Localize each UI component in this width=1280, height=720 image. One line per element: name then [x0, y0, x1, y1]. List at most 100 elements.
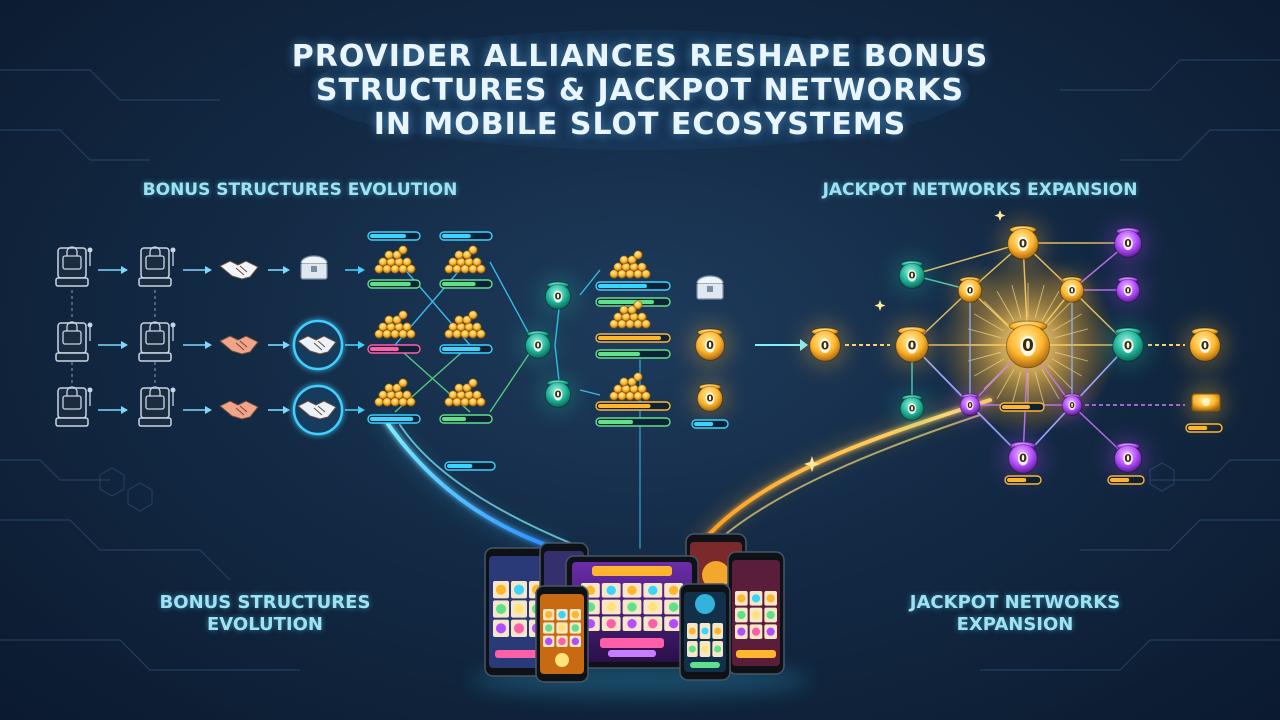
flow-arrow-icon — [183, 341, 212, 349]
coin-pile-icon — [609, 300, 651, 329]
jackpot-pot-teal-icon: 0 — [893, 256, 931, 294]
progress-bar — [595, 349, 671, 359]
jackpot-pot-gold-icon: 0 — [802, 322, 848, 368]
flow-arrow-icon — [345, 341, 365, 349]
jackpot-pot-gold-icon: 0 — [691, 379, 729, 417]
locked-slot-machine-icon — [55, 246, 93, 287]
page-title: PROVIDER ALLIANCES RESHAPE BONUS STRUCTU… — [240, 40, 1040, 142]
jackpot-pot-gold-icon: 0 — [1054, 272, 1090, 308]
progress-bar — [439, 279, 493, 289]
treasure-chest-icon — [696, 275, 724, 300]
locked-slot-machine-icon — [55, 386, 93, 427]
smartphone-right — [727, 551, 785, 675]
jackpot-pot-purple-icon: 0 — [1110, 272, 1146, 308]
handshake-alliance-icon — [292, 384, 344, 436]
flow-arrow-icon — [345, 266, 365, 274]
pot-symbol: 0 — [1022, 335, 1034, 355]
jackpot-footer-label: JACKPOT NETWORKS EXPANSION — [909, 592, 1121, 635]
flow-arrow-icon — [98, 266, 128, 274]
jackpot-section-label: JACKPOT NETWORKS EXPANSION — [822, 180, 1138, 200]
locked-slot-machine-icon — [138, 321, 176, 362]
mobile-device-cluster — [470, 533, 810, 696]
data-streams — [380, 343, 996, 555]
flow-arrow-icon — [98, 406, 128, 414]
bonus-section-label: BONUS STRUCTURES EVOLUTION — [142, 180, 458, 200]
progress-bar — [595, 401, 671, 411]
flow-arrow-icon — [268, 341, 290, 349]
jackpot-pot-teal-icon: 0 — [894, 390, 930, 426]
progress-bar — [444, 461, 496, 471]
progress-bar — [691, 419, 729, 429]
title-glow — [310, 30, 970, 150]
smartphone-front-right — [679, 583, 731, 681]
jackpot-pot-teal-icon: 0 — [519, 326, 557, 364]
progress-bar — [595, 417, 671, 427]
handshake-alliance-icon — [219, 335, 259, 355]
jackpot-treasure-icon — [1186, 383, 1226, 423]
progress-bar — [439, 414, 493, 424]
coin-pile-icon — [609, 372, 651, 401]
pot-symbol: 0 — [967, 401, 972, 410]
flow-arrow-icon — [268, 266, 290, 274]
coin-pile-icon — [444, 310, 486, 339]
pot-symbol: 0 — [535, 341, 542, 352]
pot-symbol: 0 — [1019, 452, 1027, 465]
coin-pile-icon — [374, 378, 416, 407]
progress-bar — [367, 414, 421, 424]
circuit-traces — [0, 59, 1280, 671]
coin-pile-icon — [374, 310, 416, 339]
pot-symbol: 0 — [1125, 286, 1131, 296]
pot-symbol: 0 — [706, 339, 714, 352]
jackpot-pot-gold-icon: 0 — [1000, 220, 1046, 266]
jackpot-pot-teal-icon: 0 — [539, 375, 577, 413]
pot-symbol: 0 — [1124, 238, 1131, 250]
jackpot-pot-teal-icon: 0 — [1105, 322, 1151, 368]
jackpot-pot-purple-icon: 0 — [1107, 437, 1149, 479]
bonus-footer-label: BONUS STRUCTURES EVOLUTION — [159, 592, 371, 635]
pot-symbol: 0 — [821, 338, 829, 352]
progress-bar — [1185, 423, 1223, 433]
pot-symbol: 0 — [909, 404, 915, 414]
pot-symbol: 0 — [707, 394, 714, 405]
jackpot-pot-purple-icon: 0 — [1057, 390, 1087, 420]
locked-slot-machine-icon — [138, 246, 176, 287]
progress-bar — [367, 344, 421, 354]
jackpot-pot-gold-icon: 0 — [995, 312, 1061, 378]
coin-pile-icon — [609, 250, 651, 279]
flow-arrow-icon — [98, 341, 128, 349]
locked-slot-machine-icon — [55, 321, 93, 362]
title-line-2: STRUCTURES & JACKPOT NETWORKS — [315, 73, 965, 108]
pot-symbol: 0 — [555, 292, 562, 303]
title-line-3: IN MOBILE SLOT ECOSYSTEMS — [373, 107, 907, 142]
jackpot-pot-gold-icon: 0 — [688, 323, 732, 367]
jackpot-pot-purple-icon: 0 — [955, 390, 985, 420]
pot-symbol: 0 — [1019, 236, 1027, 250]
sparkles — [804, 210, 1006, 472]
progress-bar — [1107, 475, 1145, 485]
progress-bar — [1004, 475, 1042, 485]
pot-symbol: 0 — [909, 271, 916, 282]
jackpot-pot-purple-icon: 0 — [1107, 222, 1149, 264]
flow-arrow-icon — [268, 406, 290, 414]
title-line-1: PROVIDER ALLIANCES RESHAPE BONUS — [291, 39, 989, 74]
pot-symbol: 0 — [1124, 453, 1131, 465]
pot-symbol: 0 — [1069, 401, 1074, 410]
jackpot-pot-purple-icon: 0 — [1001, 436, 1045, 480]
coin-pile-icon — [444, 245, 486, 274]
flow-arrow-icon — [183, 406, 212, 414]
progress-bar — [439, 231, 493, 241]
progress-bar — [439, 344, 493, 354]
pot-symbol: 0 — [1069, 286, 1075, 296]
pot-symbol: 0 — [1201, 338, 1209, 352]
coin-pile-icon — [374, 245, 416, 274]
jackpot-pot-teal-icon: 0 — [539, 277, 577, 315]
progress-bar — [595, 333, 671, 343]
bonus-network-nodes: 0 0 0 0 0 — [367, 231, 732, 471]
handshake-alliance-icon — [219, 400, 259, 420]
pot-symbol: 0 — [555, 390, 562, 401]
pot-symbol: 0 — [908, 338, 917, 353]
bonus-provider-rows — [55, 246, 365, 436]
jackpot-pot-gold-icon: 0 — [887, 320, 937, 370]
treasure-chest-icon — [300, 255, 328, 280]
